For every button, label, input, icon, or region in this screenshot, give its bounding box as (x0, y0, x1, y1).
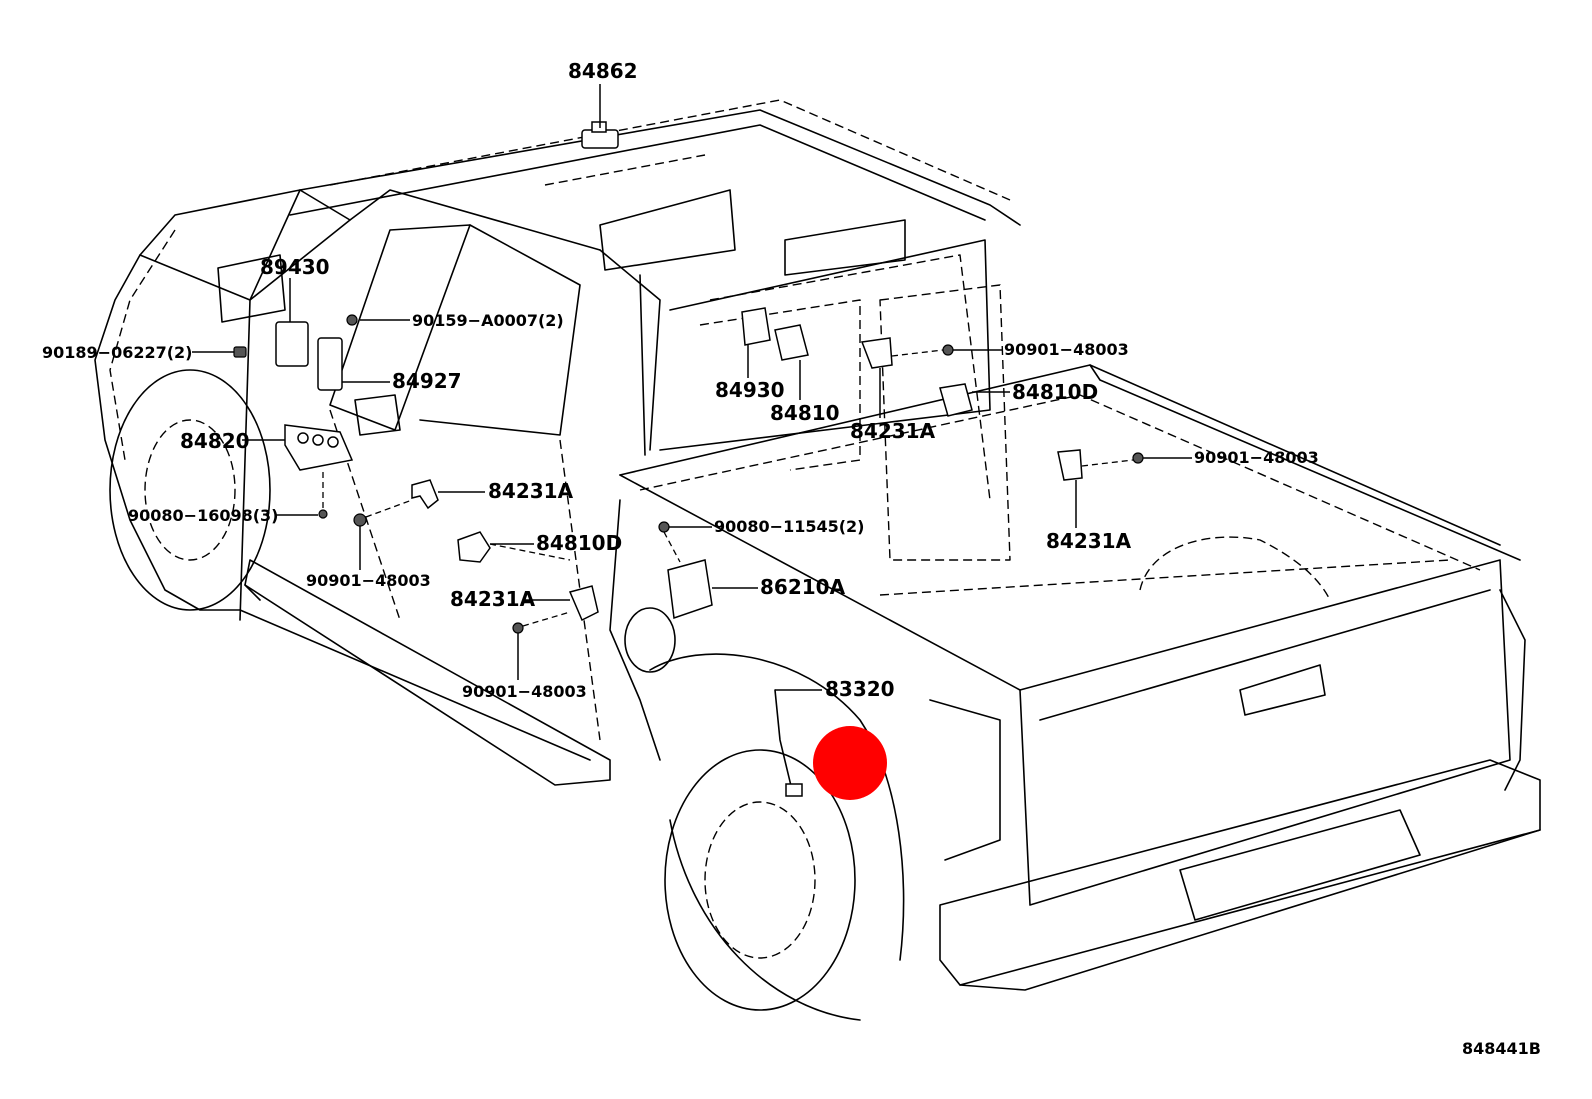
label-83320[interactable]: 83320 (825, 677, 895, 701)
part-90080-11545-shape (658, 521, 670, 533)
label-90901-48003-bed[interactable]: 90901−48003 (1194, 448, 1319, 467)
label-84231a-bed[interactable]: 84231A (1046, 529, 1132, 553)
label-90901-48003-front[interactable]: 90901−48003 (306, 571, 431, 590)
label-84810d-front[interactable]: 84810D (536, 531, 622, 555)
part-84927-shape (317, 337, 343, 391)
part-90901-bed-shape (1132, 452, 1144, 464)
label-84231a-front[interactable]: 84231A (488, 479, 574, 503)
highlight-marker (813, 726, 887, 800)
part-84231a-front-shape (411, 479, 439, 510)
components (233, 121, 1144, 797)
label-84231a-cab[interactable]: 84231A (850, 419, 936, 443)
label-84231a-rear-door[interactable]: 84231A (450, 587, 536, 611)
part-84810d-front-shape (457, 531, 491, 563)
label-90901-48003-cab[interactable]: 90901−48003 (1004, 340, 1129, 359)
label-90901-48003-rear[interactable]: 90901−48003 (462, 682, 587, 701)
part-90159-shape (346, 314, 358, 326)
leader-lines (192, 84, 1192, 691)
label-84927[interactable]: 84927 (392, 369, 462, 393)
truck-body (94, 99, 1541, 1021)
label-84862[interactable]: 84862 (568, 59, 638, 83)
part-90901-rear-shape (512, 622, 524, 634)
part-84231a-cab-shape (860, 337, 893, 369)
part-84930-shape (741, 307, 771, 346)
label-89430[interactable]: 89430 (260, 255, 330, 279)
part-86210a-shape (667, 559, 713, 620)
part-83320-shape (774, 689, 803, 797)
label-84930[interactable]: 84930 (715, 378, 785, 402)
part-84862-shape (581, 121, 619, 149)
part-84810d-rear-shape (939, 383, 973, 417)
diagram-ref-code: 848441B (1462, 1039, 1541, 1058)
part-90189-shape (233, 346, 247, 358)
part-84231a-rear-shape (568, 585, 599, 622)
part-89430-shape (275, 321, 309, 367)
part-84810-shape (774, 324, 809, 361)
label-90159-a0007[interactable]: 90159−A0007(2) (412, 311, 564, 330)
label-90189-06227[interactable]: 90189−06227(2) (42, 343, 193, 362)
label-90080-11545[interactable]: 90080−11545(2) (714, 517, 865, 536)
label-84810d-rear[interactable]: 84810D (1012, 380, 1098, 404)
part-90080-16098-shape (318, 509, 328, 519)
part-90901-front-shape (353, 513, 367, 527)
label-90080-16098[interactable]: 90080−16098(3) (128, 506, 279, 525)
label-86210a[interactable]: 86210A (760, 575, 846, 599)
label-84820[interactable]: 84820 (180, 429, 250, 453)
label-84810[interactable]: 84810 (770, 401, 840, 425)
part-84231a-bed-shape (1057, 449, 1083, 481)
part-90901-cab-shape (942, 344, 954, 356)
part-84820-shape (284, 424, 354, 471)
part-labels: 84862 89430 90159−A0007(2) 90189−06227(2… (42, 59, 1319, 701)
